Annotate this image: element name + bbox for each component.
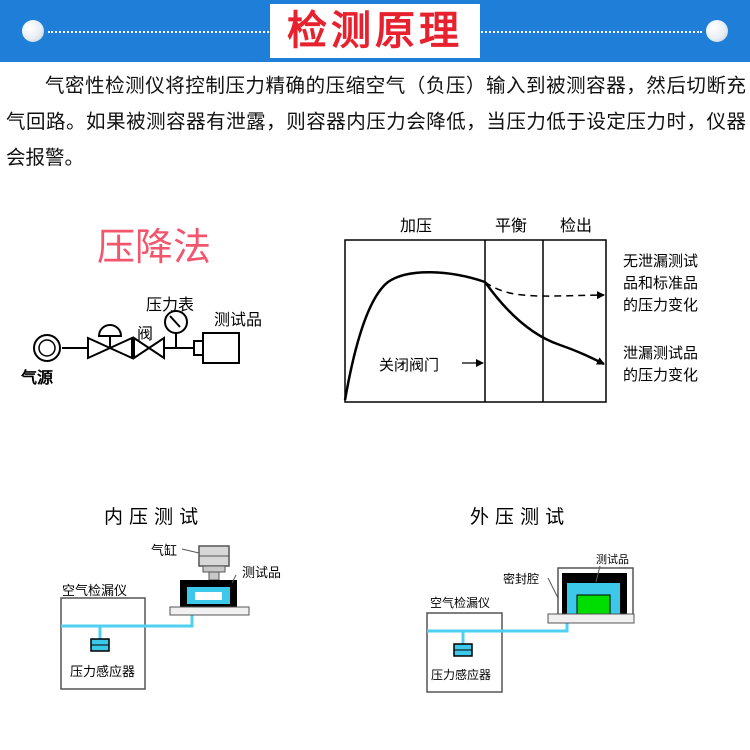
phase-label-balance: 平衡 xyxy=(495,216,528,235)
source-label: 气源 xyxy=(21,368,54,387)
chamber-label: 密封腔 xyxy=(503,572,540,586)
cylinder-icon xyxy=(198,545,230,581)
banner-ball-left-icon xyxy=(22,20,44,42)
pipeline-diagram xyxy=(33,310,240,364)
intro-paragraph: 气密性检测仪将控制压力精确的压缩空气（负压）输入到被测容器，然后切断充气回路。如… xyxy=(6,68,746,176)
title-box xyxy=(270,4,480,58)
product-label: 测试品 xyxy=(214,310,263,329)
cylinder-label: 气缸 xyxy=(151,544,178,559)
shutoff-valve-icon xyxy=(133,336,165,360)
method-title: 压降法 xyxy=(97,225,212,269)
external-test-title: 外 压 测 试 xyxy=(470,506,565,528)
pressurize-curve xyxy=(343,271,486,401)
leak-curve xyxy=(483,281,605,366)
internal-sensor-label: 压力感应器 xyxy=(70,665,136,680)
sealed-chamber-icon xyxy=(547,567,635,624)
internal-test-title: 内 压 测 试 xyxy=(104,506,199,528)
intro-text: 气密性检测仪将控制压力精确的压缩空气（负压）输入到被测容器，然后切断充气回路。如… xyxy=(6,74,746,169)
header-banner: 检测原理 xyxy=(0,0,750,62)
close-valve-label: 关闭阀门 xyxy=(379,356,440,374)
internal-test-diagram xyxy=(60,545,250,690)
leak-label: 泄漏测试品 的压力变化 xyxy=(623,344,699,384)
graph-frame xyxy=(344,239,607,403)
regulator-valve-icon xyxy=(87,324,133,360)
phase-label-pressurize: 加压 xyxy=(400,216,433,235)
banner-dotted-line-right xyxy=(478,31,702,33)
banner-ball-right-icon xyxy=(706,20,728,42)
external-product-label: 测试品 xyxy=(596,553,629,566)
external-instrument-label: 空气检漏仪 xyxy=(430,596,491,610)
external-test-diagram xyxy=(426,565,635,693)
test-product-box xyxy=(193,332,240,364)
internal-instrument-label: 空气检漏仪 xyxy=(62,584,128,599)
phase-label-detect: 检出 xyxy=(560,216,593,235)
no-leak-curve xyxy=(484,281,605,300)
external-sensor-label: 压力感应器 xyxy=(431,668,492,682)
pressure-graph xyxy=(343,239,607,403)
valve-label: 阀 xyxy=(137,324,154,343)
fixture-icon xyxy=(169,580,250,616)
internal-product-label: 测试品 xyxy=(242,566,282,581)
no-leak-label: 无泄漏测试 品和标准品 的压力变化 xyxy=(623,252,699,314)
pressure-gauge-icon xyxy=(164,310,188,348)
gauge-label: 压力表 xyxy=(146,295,195,314)
banner-dotted-line-left xyxy=(48,31,280,33)
page-title: 检测原理 xyxy=(287,8,463,54)
